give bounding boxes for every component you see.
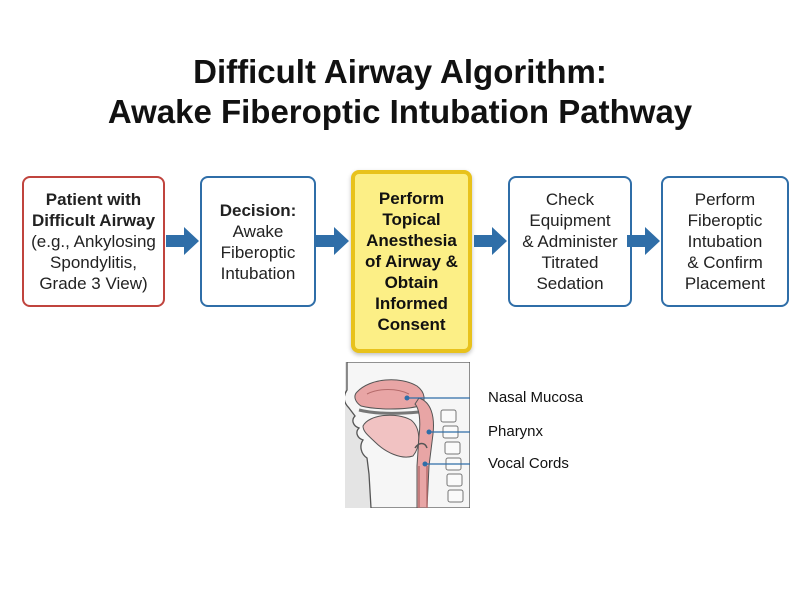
step-check-equipment-box: Check Equipment & Administer Titrated Se…	[508, 176, 632, 307]
label-vocal-cords: Vocal Cords	[488, 455, 569, 472]
step-text: Fiberoptic	[687, 211, 763, 230]
step-perform-intubation-box: Perform Fiberoptic Intubation & Confirm …	[661, 176, 789, 307]
step-text: Grade 3 View)	[39, 274, 148, 293]
step-text: Sedation	[536, 274, 604, 293]
step-text: Intubation	[220, 263, 296, 283]
step-text: Spondylitis,	[50, 253, 137, 272]
arrow-right-icon	[316, 227, 349, 255]
step-text: (e.g., Ankylosing	[31, 232, 156, 251]
step-text: & Confirm	[687, 253, 763, 272]
step-text: Check	[545, 190, 595, 209]
step-text: Informed	[375, 294, 448, 313]
step-text: Perform	[694, 190, 756, 209]
step-text: & Administer	[522, 232, 618, 251]
step-text: of Airway &	[365, 252, 458, 271]
label-nasal-mucosa: Nasal Mucosa	[488, 389, 584, 406]
step-text: Patient with	[45, 190, 142, 209]
step-text: Fiberoptic	[220, 242, 296, 262]
step-text: Anesthesia	[366, 231, 457, 250]
step-text: Consent	[377, 315, 446, 334]
step-text: Equipment	[529, 211, 611, 230]
arrow-right-icon	[474, 227, 507, 255]
airway-anatomy-illustration	[345, 362, 470, 508]
step-topical-anesthesia-box: Perform Topical Anesthesia of Airway & O…	[351, 170, 472, 353]
title-line-2: Awake Fiberoptic Intubation Pathway	[107, 93, 693, 130]
title-line-1: Difficult Airway Algorithm:	[193, 53, 607, 90]
arrow-right-icon	[627, 227, 660, 255]
step-text: Topical	[382, 210, 441, 229]
step-text: Placement	[684, 274, 766, 293]
step-decision-box: Decision: Awake Fiberoptic Intubation	[200, 176, 316, 307]
step-text: Perform	[378, 189, 445, 208]
step-text: Obtain	[384, 273, 439, 292]
step-patient-box: Patient with Difficult Airway (e.g., Ank…	[22, 176, 165, 307]
arrow-right-icon	[166, 227, 199, 255]
label-pharynx: Pharynx	[488, 423, 544, 440]
step-text: Awake	[232, 221, 284, 241]
step-text: Difficult Airway	[31, 211, 156, 230]
diagram-title: Difficult Airway Algorithm: Awake Fibero…	[0, 52, 800, 132]
step-text: Titrated	[541, 253, 599, 272]
step-text: Intubation	[687, 232, 763, 251]
step-text: Decision:	[219, 200, 297, 220]
